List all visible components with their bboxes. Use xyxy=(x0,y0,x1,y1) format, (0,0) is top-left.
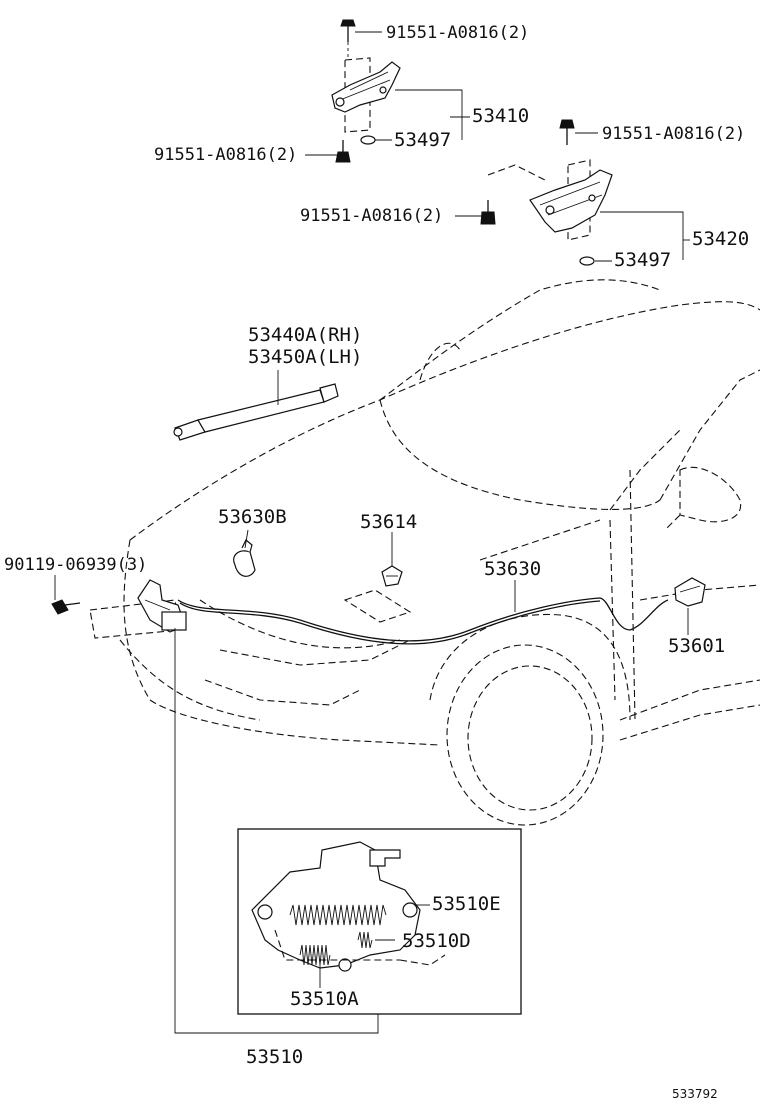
bolt-mid-label: 91551-A0816(2) xyxy=(300,206,444,226)
handle-label: 53601 xyxy=(668,635,726,657)
car-body-outline xyxy=(89,57,760,826)
hood-hinge-rh xyxy=(331,61,401,113)
bolt-right-top-label: 91551-A0816(2) xyxy=(602,124,746,144)
washer-top-label: 53497 xyxy=(394,129,452,151)
release-cable xyxy=(177,597,669,645)
support-rh-label: 53440A(RH) xyxy=(248,324,363,346)
spring-e-label: 53510E xyxy=(432,893,501,915)
hood-latch xyxy=(137,579,187,633)
bolt-lock-label: 90119-06939(3) xyxy=(4,555,148,575)
bolt-icon xyxy=(480,200,496,225)
lock-detail-box xyxy=(237,828,522,1015)
hood-hinge-lh xyxy=(529,169,613,233)
hood-support-strut xyxy=(173,383,339,441)
washer-mid-label: 53497 xyxy=(614,249,672,271)
spring-a-label: 53510A xyxy=(290,988,359,1010)
bolt-icon xyxy=(559,119,575,145)
washer-icon xyxy=(579,256,595,266)
clip-icon xyxy=(381,565,403,587)
cable-label: 53630 xyxy=(484,558,542,580)
diagram-number: 533792 xyxy=(672,1087,718,1101)
bolt-icon xyxy=(335,140,351,163)
washer-icon xyxy=(360,135,376,145)
bolt-icon xyxy=(340,19,356,60)
spring-d-label: 53510D xyxy=(402,930,471,952)
clamp-icon xyxy=(233,539,256,577)
hinge-lh-label: 53420 xyxy=(692,228,750,250)
clamp-label: 53630B xyxy=(218,506,287,528)
bolt-top-label: 91551-A0816(2) xyxy=(386,23,530,43)
release-handle xyxy=(674,577,706,607)
hinge-rh-label: 53410 xyxy=(472,105,530,127)
clip-label: 53614 xyxy=(360,511,418,533)
bolt-left-top-label: 91551-A0816(2) xyxy=(154,145,298,165)
support-lh-label: 53450A(LH) xyxy=(248,346,363,368)
leader-lines xyxy=(54,31,690,1034)
bolt-icon xyxy=(51,599,81,615)
lock-assy-label: 53510 xyxy=(246,1046,304,1068)
